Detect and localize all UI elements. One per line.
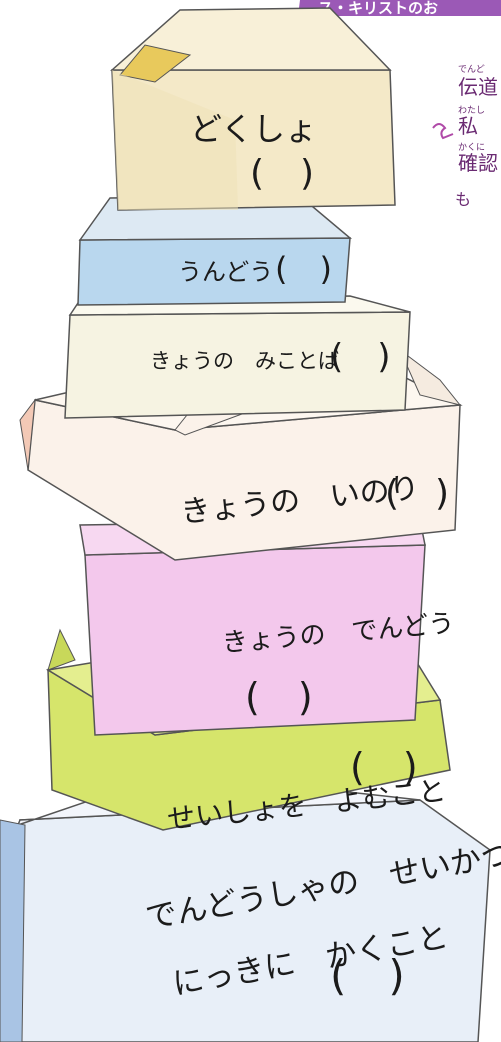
side-ruby-2: わたし bbox=[458, 105, 485, 116]
box-reading-label: どくしょ bbox=[190, 110, 317, 148]
box-exercise-label: うんどう bbox=[178, 258, 273, 286]
decorative-mark-icon bbox=[432, 123, 454, 140]
header-strip: ス・キリストのお bbox=[298, 0, 501, 17]
side-ruby-3: かくに bbox=[458, 142, 485, 153]
box-word: きょうの みことば ( ) bbox=[64, 295, 411, 419]
box-exercise: うんどう ( ) bbox=[77, 195, 353, 306]
box-word-label: きょうの みことば bbox=[150, 349, 339, 373]
header-strip-text: ス・キリストのお bbox=[318, 0, 438, 17]
box-reading-paren: ( ) bbox=[250, 153, 314, 194]
box-prayer-paren: ( ) bbox=[385, 473, 449, 514]
side-text: でんど 伝道 わたし 私 かくに 確認 も bbox=[432, 64, 498, 209]
side-line-1: 伝道 bbox=[458, 75, 498, 99]
box-reading: どくしょ ( ) bbox=[110, 7, 396, 211]
side-line-4: も bbox=[455, 190, 471, 209]
box-missionary-work: きょうの でんどう ( ) bbox=[79, 519, 456, 736]
side-ruby-1: でんど bbox=[458, 64, 485, 75]
box-word-paren: ( ) bbox=[330, 337, 391, 377]
box-exercise-paren: ( ) bbox=[275, 250, 332, 288]
box-journal: でんどうしゃの せいかつ にっきに かくこと ( ) bbox=[0, 779, 501, 1042]
box-scripture-paren: ( ) bbox=[350, 745, 418, 789]
box-missionary-work-paren: ( ) bbox=[245, 675, 313, 719]
side-line-3: 確認 bbox=[458, 151, 498, 175]
side-line-2: 私 bbox=[458, 114, 478, 138]
box-journal-paren: ( ) bbox=[330, 951, 405, 1000]
